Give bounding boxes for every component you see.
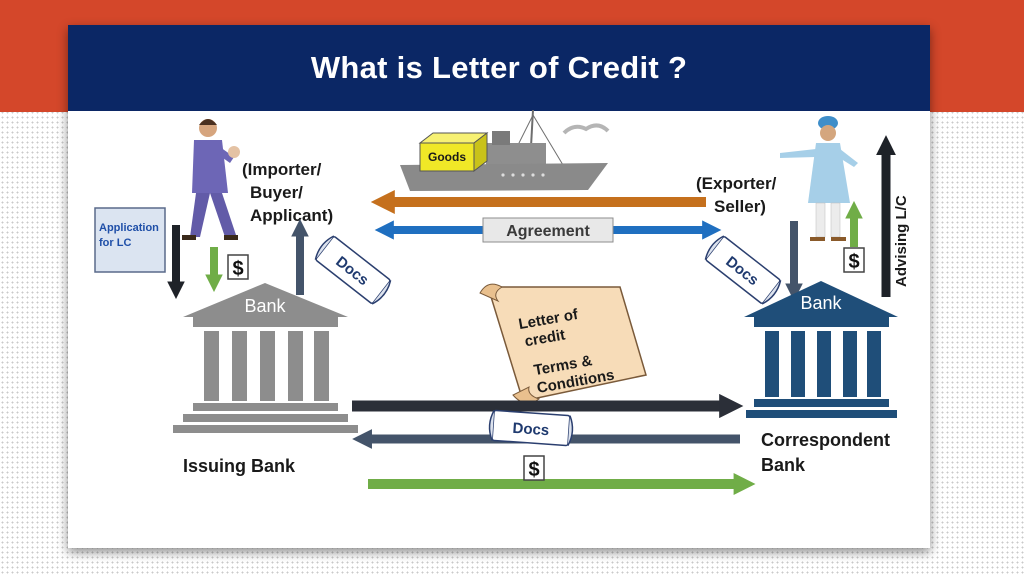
dollar-box-bottom (523, 455, 545, 481)
issuing-bank-label: Issuing Bank (183, 456, 296, 476)
docs-scroll-bottom: Docs (488, 409, 574, 447)
dollar-sign-left: $ (232, 258, 243, 280)
goods-label: Goods (428, 150, 466, 164)
docs-scroll-left: Docs (314, 235, 392, 305)
application-label-line1: Application (99, 222, 159, 234)
docs-label-bottom: Docs (512, 420, 550, 440)
correspondent-bank-icon-label: Bank (800, 293, 842, 313)
correspondent-bank-icon: Bank (744, 281, 898, 418)
dollar-box-left (227, 254, 249, 280)
importer-label-line2: Buyer/ (250, 183, 303, 202)
docs-scroll-right: Docs (704, 235, 782, 305)
lc-diagram: Goods Agreement (94, 109, 910, 496)
letter-line2: credit (523, 326, 566, 350)
agreement-box (482, 217, 614, 243)
exporter-label-line1: (Exporter/ (696, 174, 777, 193)
agreement-label: Agreement (506, 223, 590, 240)
correspondent-bank-label-line2: Bank (761, 455, 806, 475)
dollar-sign-bottom: $ (528, 459, 539, 481)
letter-of-credit-scroll: Letter of credit Terms & Conditions (479, 283, 647, 404)
advising-lc-label: Advising L/C (893, 195, 910, 287)
application-for-lc-box (94, 207, 166, 273)
exporter-person-icon (780, 116, 858, 241)
correspondent-bank-label-line1: Correspondent (761, 430, 890, 450)
application-label-line2: for LC (99, 237, 131, 249)
page-title: What is Letter of Credit ? (310, 50, 688, 85)
issuing-bank-icon-label: Bank (244, 296, 286, 316)
issuing-bank-icon: Bank (173, 283, 358, 433)
importer-person-icon (182, 119, 240, 240)
importer-label-line3: Applicant) (250, 206, 333, 225)
slide: What is Letter of Credit ? (68, 25, 930, 548)
importer-label-line1: (Importer/ (242, 160, 322, 179)
title-bar: What is Letter of Credit ? (68, 25, 930, 111)
dollar-box-right (843, 247, 865, 273)
exporter-label-line2: Seller) (714, 197, 766, 216)
goods-box-icon: Goods (418, 131, 489, 173)
dollar-sign-right: $ (848, 251, 859, 273)
